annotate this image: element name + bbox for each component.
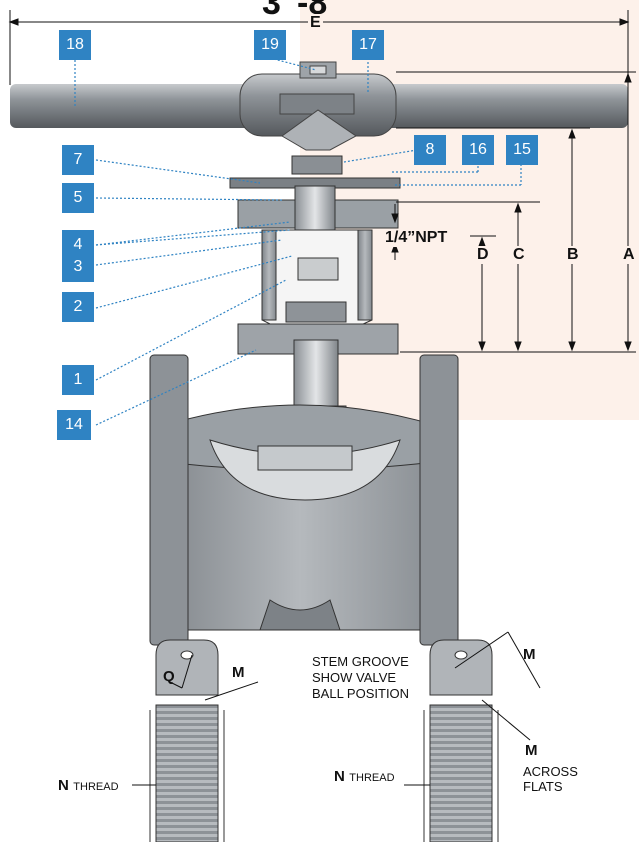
callout-19: 19 [254,30,286,60]
callout-16: 16 [462,135,494,165]
stem-left-q-label: Q [163,668,175,685]
stem-right-m-top-label: M [523,646,536,663]
across-flats-line2: FLATS [523,779,563,794]
callout-8: 8 [414,135,446,165]
across-flats-note: ACROSS FLATS [523,764,578,794]
stem-left-n-label: N THREAD [58,777,119,796]
stem-groove-line1: STEM GROOVE [312,654,409,669]
stem-detail-right [423,639,499,842]
dimension-b-label: B [565,246,581,264]
title: 3"-8" [262,0,344,22]
stem-left-thread-text: THREAD [73,781,119,793]
callout-18: 18 [59,30,91,60]
dimension-c-label: C [511,246,527,264]
dimension-d-label: D [475,246,491,264]
stem-right-n-letter: N [334,768,345,785]
stem-detail-right-leaders [404,631,541,786]
callout-17: 17 [352,30,384,60]
dimension-a-label: A [621,246,637,264]
callout-15: 15 [506,135,538,165]
stem-right-thread-text: THREAD [349,772,395,784]
stem-right-m-bottom-label: M [525,742,538,759]
callout-2: 2 [62,292,94,322]
stem-groove-note: STEM GROOVE SHOW VALVE BALL POSITION [312,654,409,702]
stem-left-m-label: M [232,664,245,681]
across-flats-line1: ACROSS [523,764,578,779]
dimension-e-label: E [308,14,323,32]
callout-5: 5 [62,183,94,213]
stem-groove-line2: SHOW VALVE [312,670,397,685]
stem-detail-left-leaders [132,654,259,786]
callout-1: 1 [62,365,94,395]
dimension-lines [391,71,636,353]
stem-left-n-letter: N [58,777,69,794]
callout-3: 3 [62,252,94,282]
stem-groove-line3: BALL POSITION [312,686,410,701]
callout-14: 14 [57,410,91,440]
callout-7: 7 [62,145,94,175]
stem-detail-left [149,639,225,842]
stem-right-n-label: N THREAD [334,768,395,787]
npt-label: 1/4”NPT [383,229,450,247]
